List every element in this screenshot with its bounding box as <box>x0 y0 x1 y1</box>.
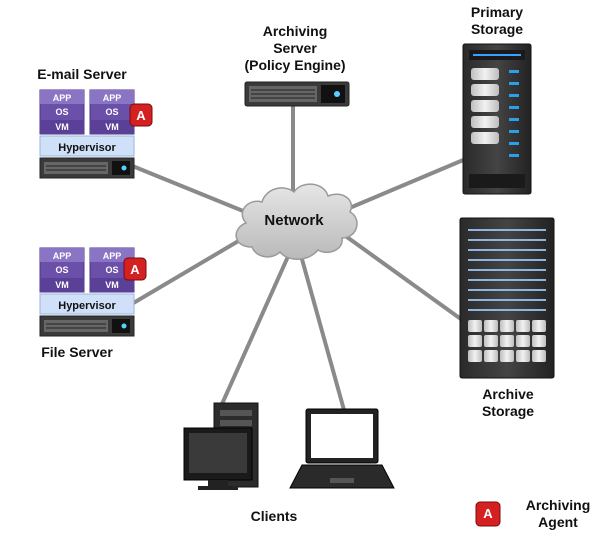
file-vm1-os: OS <box>55 265 69 275</box>
network-cloud <box>235 183 358 260</box>
link-file-server <box>128 231 254 307</box>
email-vm-1 <box>39 89 85 135</box>
laptop-keyboard <box>289 464 395 489</box>
file-vm1-vm: VM <box>55 280 69 290</box>
link-archive-storage <box>338 230 467 324</box>
link-email-server <box>129 163 249 215</box>
email-server <box>39 89 153 179</box>
legend-label-line1: Archiving <box>525 497 591 513</box>
email-agent-badge <box>129 103 153 127</box>
file-hypervisor <box>39 293 135 315</box>
client-desktop <box>183 402 259 490</box>
primary-storage-label: Primary Storage <box>452 4 542 38</box>
file-server <box>39 247 147 337</box>
clients-label: Clients <box>250 508 298 524</box>
email-hypervisor <box>39 135 135 157</box>
file-vm2-app: APP <box>102 251 122 261</box>
link-client-laptop <box>298 251 346 411</box>
file-hypervisor-label: Hypervisor <box>58 300 116 312</box>
legend-label-line2: Agent <box>538 514 578 530</box>
email-agent-letter: A <box>136 108 146 123</box>
email-server-label: E-mail Server <box>37 66 127 82</box>
email-hypervisor-label: Hypervisor <box>58 142 116 154</box>
archiving-server-label-line1: Archiving <box>262 23 328 39</box>
file-vm1-app: APP <box>52 251 72 261</box>
archive-shelves <box>468 229 546 311</box>
email-vm2-os: OS <box>105 107 119 117</box>
archive-storage-rack <box>459 217 555 379</box>
primary-disk-stack <box>471 68 499 144</box>
primary-storage-rack <box>462 43 532 195</box>
file-vm-1 <box>39 247 85 293</box>
legend-agent-letter: A <box>483 506 493 521</box>
archive-storage-label-line2: Storage <box>481 403 535 419</box>
email-vm1-os: OS <box>55 107 69 117</box>
archive-disk-grid <box>468 320 546 362</box>
archive-storage-label-line1: Archive <box>482 386 534 402</box>
file-vm2-os: OS <box>105 265 119 275</box>
legend-agent-badge <box>475 501 501 527</box>
primary-storage-label-line1: Primary <box>470 4 524 20</box>
email-vm-2 <box>89 89 135 135</box>
file-vm-2 <box>89 247 135 293</box>
file-server-label: File Server <box>41 344 113 360</box>
network-links <box>128 105 469 411</box>
file-vm2-vm: VM <box>105 280 119 290</box>
file-agent-letter: A <box>130 262 140 277</box>
link-primary-storage <box>339 156 469 214</box>
email-vm2-app: APP <box>102 93 122 103</box>
email-vm1-app: APP <box>52 93 72 103</box>
archiving-server <box>244 81 350 107</box>
archiving-server-label-line2: Server <box>273 40 317 56</box>
email-vm1-vm: VM <box>55 122 69 132</box>
client-laptop <box>289 408 395 489</box>
file-agent-badge <box>123 257 147 281</box>
link-client-desktop <box>220 251 292 405</box>
legend-archiving-agent-label: Archiving Agent <box>512 497 604 531</box>
primary-storage-label-line2: Storage <box>470 21 524 37</box>
network-label: Network <box>264 212 324 229</box>
archiving-server-label: Archiving Server (Policy Engine) <box>225 23 365 74</box>
archive-storage-label: Archive Storage <box>468 386 548 420</box>
archiving-server-label-line3: (Policy Engine) <box>244 57 346 73</box>
cloud-icon <box>235 183 358 260</box>
email-vm2-vm: VM <box>105 122 119 132</box>
